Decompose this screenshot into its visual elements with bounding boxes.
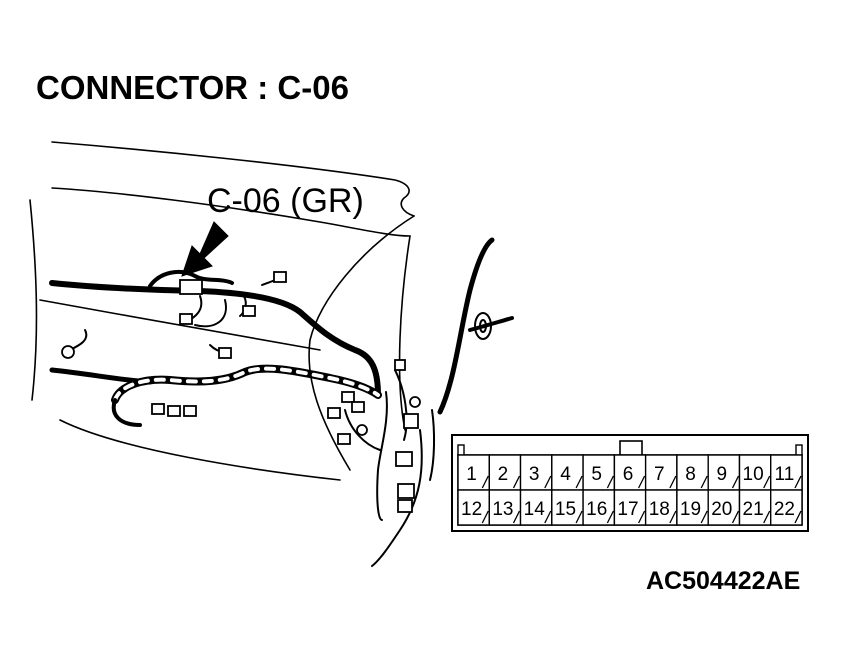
pin-cell-notch [700,510,708,524]
arrow-down-left-icon [181,221,229,277]
pin-cell-notch [763,510,771,524]
pin-cell-notch [731,510,740,524]
figure-code: AC504422AE [646,567,801,595]
pin-number: 13 [492,499,513,520]
pin-cell-notch [638,475,646,489]
pin-number: 2 [498,464,509,485]
pin-cell-notch [669,475,677,489]
pin-number: 12 [461,499,482,520]
pin-number: 21 [743,499,764,520]
pin-cell-notch [544,475,552,489]
pin-cell-notch [731,475,740,489]
pin-cell-notch [606,510,614,524]
secondary-harness [111,364,382,427]
pin-number: 20 [711,499,732,520]
pin-cell [676,489,709,526]
pin-cell-notch [638,510,646,524]
pin-number: 6 [623,464,634,485]
pin-cell-notch [575,510,583,524]
pin-number: 4 [560,464,571,485]
diagram-title: CONNECTOR : C-06 [36,69,349,106]
pin-cell-notch [606,475,614,489]
pin-number: 7 [654,464,665,485]
pin-number: 22 [774,499,795,520]
pin-number: 15 [555,499,576,520]
pin-cell-notch [700,475,708,489]
pin-number: 1 [466,464,477,485]
pin-number: 19 [680,499,701,520]
pin-number: 5 [591,464,602,485]
pin-cell [613,489,647,526]
pin-cell-notch [512,475,521,489]
pin-cell-notch [481,510,489,524]
pin-number: 17 [617,499,638,520]
grommet [474,312,492,340]
pin-cell-notch [794,475,802,489]
pin-cell-notch [763,475,771,489]
pin-number: 14 [524,499,546,520]
pin-number: 18 [649,499,670,520]
pin-number: 8 [685,464,696,485]
pin-number: 16 [586,499,607,520]
pin-cell-notch [669,510,677,524]
pin-number: 10 [743,464,764,485]
pin-number: 9 [717,464,728,485]
harness-connectors [61,271,421,513]
pin-number: 11 [775,464,795,485]
pin-cell-notch [575,475,583,489]
callout-label: C-06 (GR) [207,182,364,220]
pin-cell-notch [544,510,552,524]
pin-cell-notch [481,475,489,489]
pin-cell-notch [794,510,802,524]
dashboard-outline [29,141,415,481]
branch-wires [69,277,436,567]
pin-cell-notch [512,510,521,524]
pin-number: 3 [529,464,540,485]
